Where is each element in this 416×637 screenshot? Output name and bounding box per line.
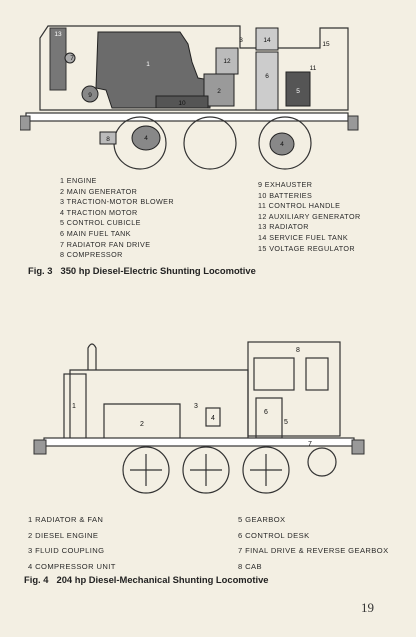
fig4-buffers <box>33 439 365 455</box>
fig3-legend-item: 15 VOLTAGE REGULATOR <box>258 243 355 253</box>
fig4-number: Fig. 4 <box>24 574 49 585</box>
fig3-callout-13: 13 <box>54 31 62 38</box>
fig3-main-generator <box>203 73 235 107</box>
fig3-callout-14: 14 <box>263 37 271 44</box>
fig3-compressor <box>99 131 117 145</box>
fig3-callout-4a: 4 <box>144 135 148 142</box>
fig4-callout-3: 3 <box>194 403 198 410</box>
fig3-legend-item: 10 BATTERIES <box>258 190 313 200</box>
fig3-legend-item: 8 COMPRESSOR <box>60 250 123 260</box>
fig4-compressor-unit <box>205 407 221 427</box>
fig3-buffers <box>20 115 359 131</box>
fig3-legend-item: 3 TRACTION-MOTOR BLOWER <box>60 197 174 207</box>
fig3-legend-item: 13 RADIATOR <box>258 222 309 232</box>
fig3-callout-8: 8 <box>106 136 110 143</box>
fig3-legend-item: 4 TRACTION MOTOR <box>60 207 138 217</box>
fig3-control-cubicle <box>285 71 311 107</box>
fig4-callout-5: 5 <box>284 419 288 426</box>
fig3-legend-item: 5 CONTROL CUBICLE <box>60 218 141 228</box>
fig3-batteries <box>155 95 209 109</box>
page-number: 19 <box>361 600 374 615</box>
fig3-callout-3: 3 <box>239 37 243 44</box>
fig4-legend-right: 5 GEARBOX 6 CONTROL DESK 7 FINAL DRIVE &… <box>238 512 389 574</box>
fig3-callout-6: 6 <box>265 73 269 80</box>
fig4-legend-item: 1 RADIATOR & FAN <box>28 515 104 524</box>
fig3-callout-10: 10 <box>178 100 186 107</box>
fig3-fan-drive <box>64 52 76 64</box>
fig3-caption: Fig. 3 350 hp Diesel-Electric Shunting Lo… <box>28 265 256 276</box>
fig3-number: Fig. 3 <box>28 265 53 276</box>
fig3-exhauster <box>81 85 99 103</box>
fig4-callout-4: 4 <box>211 415 215 422</box>
fig3-callout-5: 5 <box>296 88 300 95</box>
fig4-callout-8: 8 <box>296 347 300 354</box>
fig4-callout-6: 6 <box>264 409 268 416</box>
fig4-legend-item: 4 COMPRESSOR UNIT <box>28 561 116 571</box>
fig4-title: 204 hp Diesel-Mechanical Shunting Locomo… <box>56 574 269 585</box>
fig4-bonnet <box>69 369 249 443</box>
fig3-service-fuel-tank <box>255 27 279 51</box>
fig4-caption: Fig. 4 204 hp Diesel-Mechanical Shunting … <box>24 574 269 585</box>
fig3-callout-9: 9 <box>88 92 92 99</box>
fig4-locomotive-diagram: 1 2 3 4 5 6 7 8 <box>33 341 365 494</box>
fig3-legend-item: 7 RADIATOR FAN DRIVE <box>60 239 151 249</box>
fig3-callout-15: 15 <box>322 41 330 48</box>
fig4-legend-item: 2 DIESEL ENGINE <box>28 530 99 540</box>
fig3-legend-item: 12 AUXILIARY GENERATOR <box>258 211 361 221</box>
fig3-traction-motor-rear <box>269 132 295 156</box>
fig4-legend-left: 1 RADIATOR & FAN 2 DIESEL ENGINE 3 FLUID… <box>28 512 116 574</box>
fig3-legend-left: 1 ENGINE 2 MAIN GENERATOR 3 TRACTION-MOT… <box>60 176 174 261</box>
fig3-legend-item: 9 EXHAUSTER <box>258 180 313 189</box>
fig4-wheels <box>122 446 337 494</box>
fig4-cab-window-right <box>305 357 329 391</box>
fig3-legend-item: 1 ENGINE <box>60 176 97 185</box>
fig4-control-desk <box>255 397 283 439</box>
fig3-legend-item: 11 CONTROL HANDLE <box>258 201 341 211</box>
fig3-locomotive-diagram: 1 2 3 4 4 5 6 7 8 9 10 11 12 13 14 15 <box>20 25 359 170</box>
fig3-traction-motor-front <box>131 125 161 151</box>
fig3-title: 350 hp Diesel-Electric Shunting Locomoti… <box>60 265 256 276</box>
fig3-legend-item: 14 SERVICE FUEL TANK <box>258 232 349 242</box>
fig4-legend-item: 5 GEARBOX <box>238 515 286 524</box>
fig3-callout-4b: 4 <box>280 141 284 148</box>
fig3-legend-right: 9 EXHAUSTER 10 BATTERIES 11 CONTROL HAND… <box>258 180 361 254</box>
fig3-callout-11: 11 <box>310 65 317 72</box>
fig3-callout-2: 2 <box>217 88 221 95</box>
fig3-callout-12: 12 <box>223 58 231 65</box>
fig4-cab-window-left <box>253 357 295 391</box>
fig4-legend-item: 6 CONTROL DESK <box>238 530 310 540</box>
fig3-callout-7: 7 <box>70 55 74 62</box>
fig4-legend-item: 8 CAB <box>238 561 262 571</box>
fig3-legend-item: 2 MAIN GENERATOR <box>60 186 138 196</box>
fig3-main-fuel-tank <box>255 51 279 111</box>
fig4-exhaust-stack <box>87 343 97 370</box>
fig3-legend-item: 6 MAIN FUEL TANK <box>60 228 131 238</box>
fig4-callout-1: 1 <box>72 403 76 410</box>
fig4-legend-item: 7 FINAL DRIVE & REVERSE GEARBOX <box>238 546 389 556</box>
fig3-callout-1: 1 <box>146 61 150 68</box>
fig4-callout-2: 2 <box>140 421 144 428</box>
fig4-legend-item: 3 FLUID COUPLING <box>28 546 105 556</box>
fig4-callout-7: 7 <box>308 441 312 448</box>
fig3-aux-generator <box>215 47 239 75</box>
